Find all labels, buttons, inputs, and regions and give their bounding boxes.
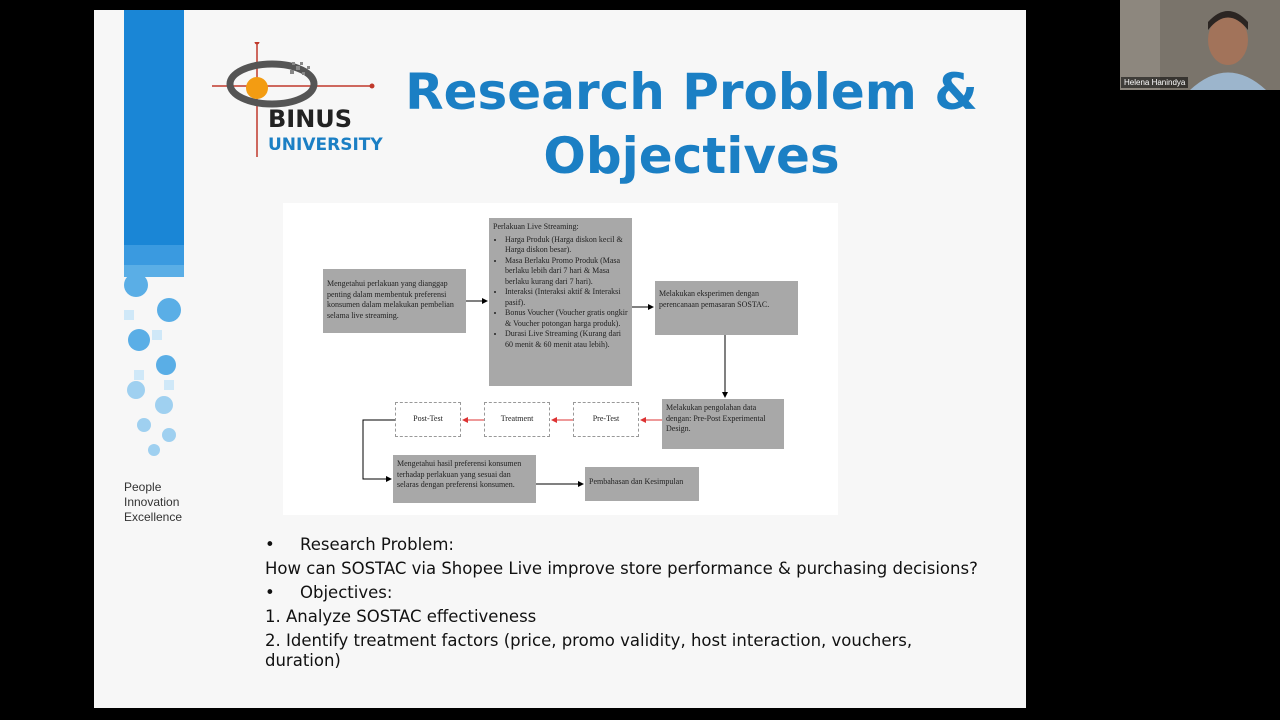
diagram-arrows [362,298,728,487]
bullet-label: Objectives: [300,583,393,602]
tagline-line-1: People [124,480,162,494]
binus-logo: BINUS UNIVERSITY [212,42,383,157]
diagram-box-posttest: Post-Test [395,402,461,437]
diagram-box-goal: Mengetahui perlakuan yang dianggap penti… [323,269,466,333]
diagram-box-pretest: Pre-Test [573,402,639,437]
diagram-box-conclusion: Pembahasan dan Kesimpulan [585,467,699,501]
treatments-title: Perlakuan Live Streaming: [493,222,579,231]
treatment-item: Harga Produk (Harga diskon kecil & Harga… [505,235,628,256]
diagram-box-result: Mengetahui hasil preferensi konsumen ter… [393,455,536,503]
slide-title: Research Problem & Objectives [405,63,978,185]
presentation-slide: People Innovation Excellence BINUS UNIVE… [94,10,1026,708]
diagram-box-experiment: Melakukan eksperimen dengan perencanaan … [655,281,798,335]
treatment-item: Masa Berlaku Promo Produk (Masa berlaku … [505,256,628,288]
diagram-box-treatments: Perlakuan Live Streaming: Harga Produk (… [489,218,632,386]
objective-item: 1. Analyze SOSTAC effectiveness [265,607,537,626]
objective-item: 2. Identify treatment factors (price, pr… [265,631,913,670]
participant-video-tile[interactable]: Helena Hanindya [1120,0,1280,90]
treatment-item: Durasi Live Streaming (Kurang dari 60 me… [505,329,628,350]
decorative-strip [124,10,184,456]
diagram-box-treatment: Treatment [484,402,550,437]
bullet-objectives: •Objectives: [265,583,393,602]
treatment-item: Bonus Voucher (Voucher gratis ongkir & V… [505,308,628,329]
slide-bullets: •Research Problem: How can SOSTAC via Sh… [265,535,985,675]
logo-text-top: BINUS [268,105,352,133]
flow-diagram: Mengetahui perlakuan yang dianggap penti… [283,203,838,515]
participant-avatar [1120,0,1280,90]
logo-text-bottom: UNIVERSITY [268,135,383,155]
tagline: People Innovation Excellence [124,480,182,525]
diagram-box-processing: Melakukan pengolahan data dengan: Pre-Po… [662,399,784,449]
bullet-label: Research Problem: [300,535,454,554]
treatment-item: Interaksi (Interaksi aktif & Interaksi p… [505,287,628,308]
tagline-line-2: Innovation [124,495,180,509]
tagline-line-3: Excellence [124,510,183,524]
bullet-research-problem: •Research Problem: [265,535,454,554]
participant-name: Helena Hanindya [1121,77,1189,88]
research-problem-text: How can SOSTAC via Shopee Live improve s… [265,559,978,578]
